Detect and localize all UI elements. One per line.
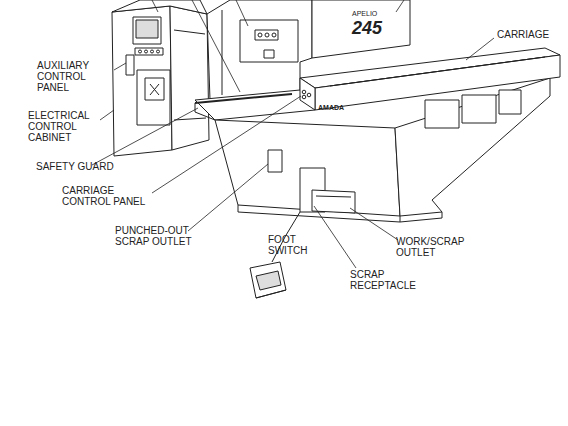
part-label: WORK/SCRAP OUTLET (396, 236, 468, 258)
carriage (300, 48, 560, 110)
model-number: 245 (352, 18, 392, 38)
brand-text: AMADA (318, 104, 358, 112)
leader-line (92, 0, 494, 268)
part-label: AUXILIARY CONTROL PANEL (37, 60, 99, 93)
electrical-cabinet (112, 0, 209, 156)
work-scrap-outlet (312, 190, 355, 213)
part-label: SCRAP RECEPTACLE (350, 269, 428, 291)
part-label: CARRIAGE CONTROL PANEL (62, 185, 162, 207)
part-label: ELECTRICAL CONTROL CABINET (28, 110, 96, 143)
part-label: CARRIAGE (497, 29, 563, 40)
part-label: SAFETY GUARD (36, 161, 116, 172)
table-and-guard (195, 90, 315, 120)
brand-text: APELIO (352, 10, 392, 18)
work-scrap-outlet (316, 196, 351, 197)
punched-out-scrap-outlet (268, 150, 282, 172)
part-label: PUNCHED-OUT SCRAP OUTLET (115, 225, 197, 247)
part-label: FOOT SWITCH (268, 234, 318, 256)
